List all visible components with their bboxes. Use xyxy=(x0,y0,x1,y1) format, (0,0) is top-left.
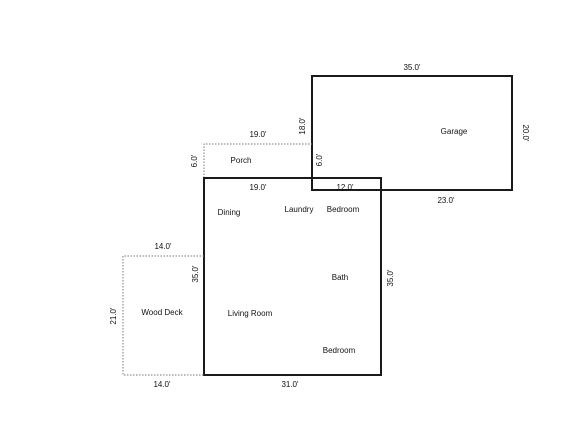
porch-outline xyxy=(203,143,312,178)
porch-dim-top: 19.0' xyxy=(249,130,267,139)
main-house-dim-right: 35.0' xyxy=(386,269,395,287)
main-house-dim-bottom: 31.0' xyxy=(281,380,299,389)
main-house: 19.0' 12.0' 35.0' 35.0' 31.0' Dining Lau… xyxy=(191,177,395,389)
porch-dim-left: 6.0' xyxy=(190,154,199,167)
wood-deck-outline xyxy=(122,255,204,376)
main-house-dim-top-right: 12.0' xyxy=(336,183,354,192)
porch: Porch 19.0' 6.0' xyxy=(190,130,312,178)
wood-deck-dim-bottom: 14.0' xyxy=(153,380,171,389)
room-bedroom-bottom: Bedroom xyxy=(323,346,356,355)
garage-dim-left-lower: 6.0' xyxy=(315,153,324,166)
garage-dim-right: 20.0' xyxy=(521,124,530,142)
garage: Garage 35.0' 20.0' 23.0' 18.0' 6.0' xyxy=(298,63,530,205)
garage-dim-top: 35.0' xyxy=(403,63,421,72)
garage-dim-left-upper: 18.0' xyxy=(298,117,307,135)
room-dining: Dining xyxy=(218,208,241,217)
wood-deck-dim-top: 14.0' xyxy=(154,242,172,251)
wood-deck-dim-left: 21.0' xyxy=(109,307,118,325)
main-house-dim-top-left: 19.0' xyxy=(249,183,267,192)
wood-deck: Wood Deck 14.0' 21.0' 14.0' xyxy=(109,242,204,389)
garage-label: Garage xyxy=(441,127,468,136)
room-bedroom-top: Bedroom xyxy=(327,205,360,214)
garage-outline xyxy=(311,75,513,191)
room-living-room: Living Room xyxy=(228,309,273,318)
garage-dim-bottom: 23.0' xyxy=(437,196,455,205)
wood-deck-label: Wood Deck xyxy=(141,308,183,317)
main-house-dim-left: 35.0' xyxy=(191,265,200,283)
room-bath: Bath xyxy=(332,273,348,282)
porch-label: Porch xyxy=(231,156,252,165)
room-laundry: Laundry xyxy=(285,205,314,214)
main-house-outline xyxy=(203,177,382,376)
